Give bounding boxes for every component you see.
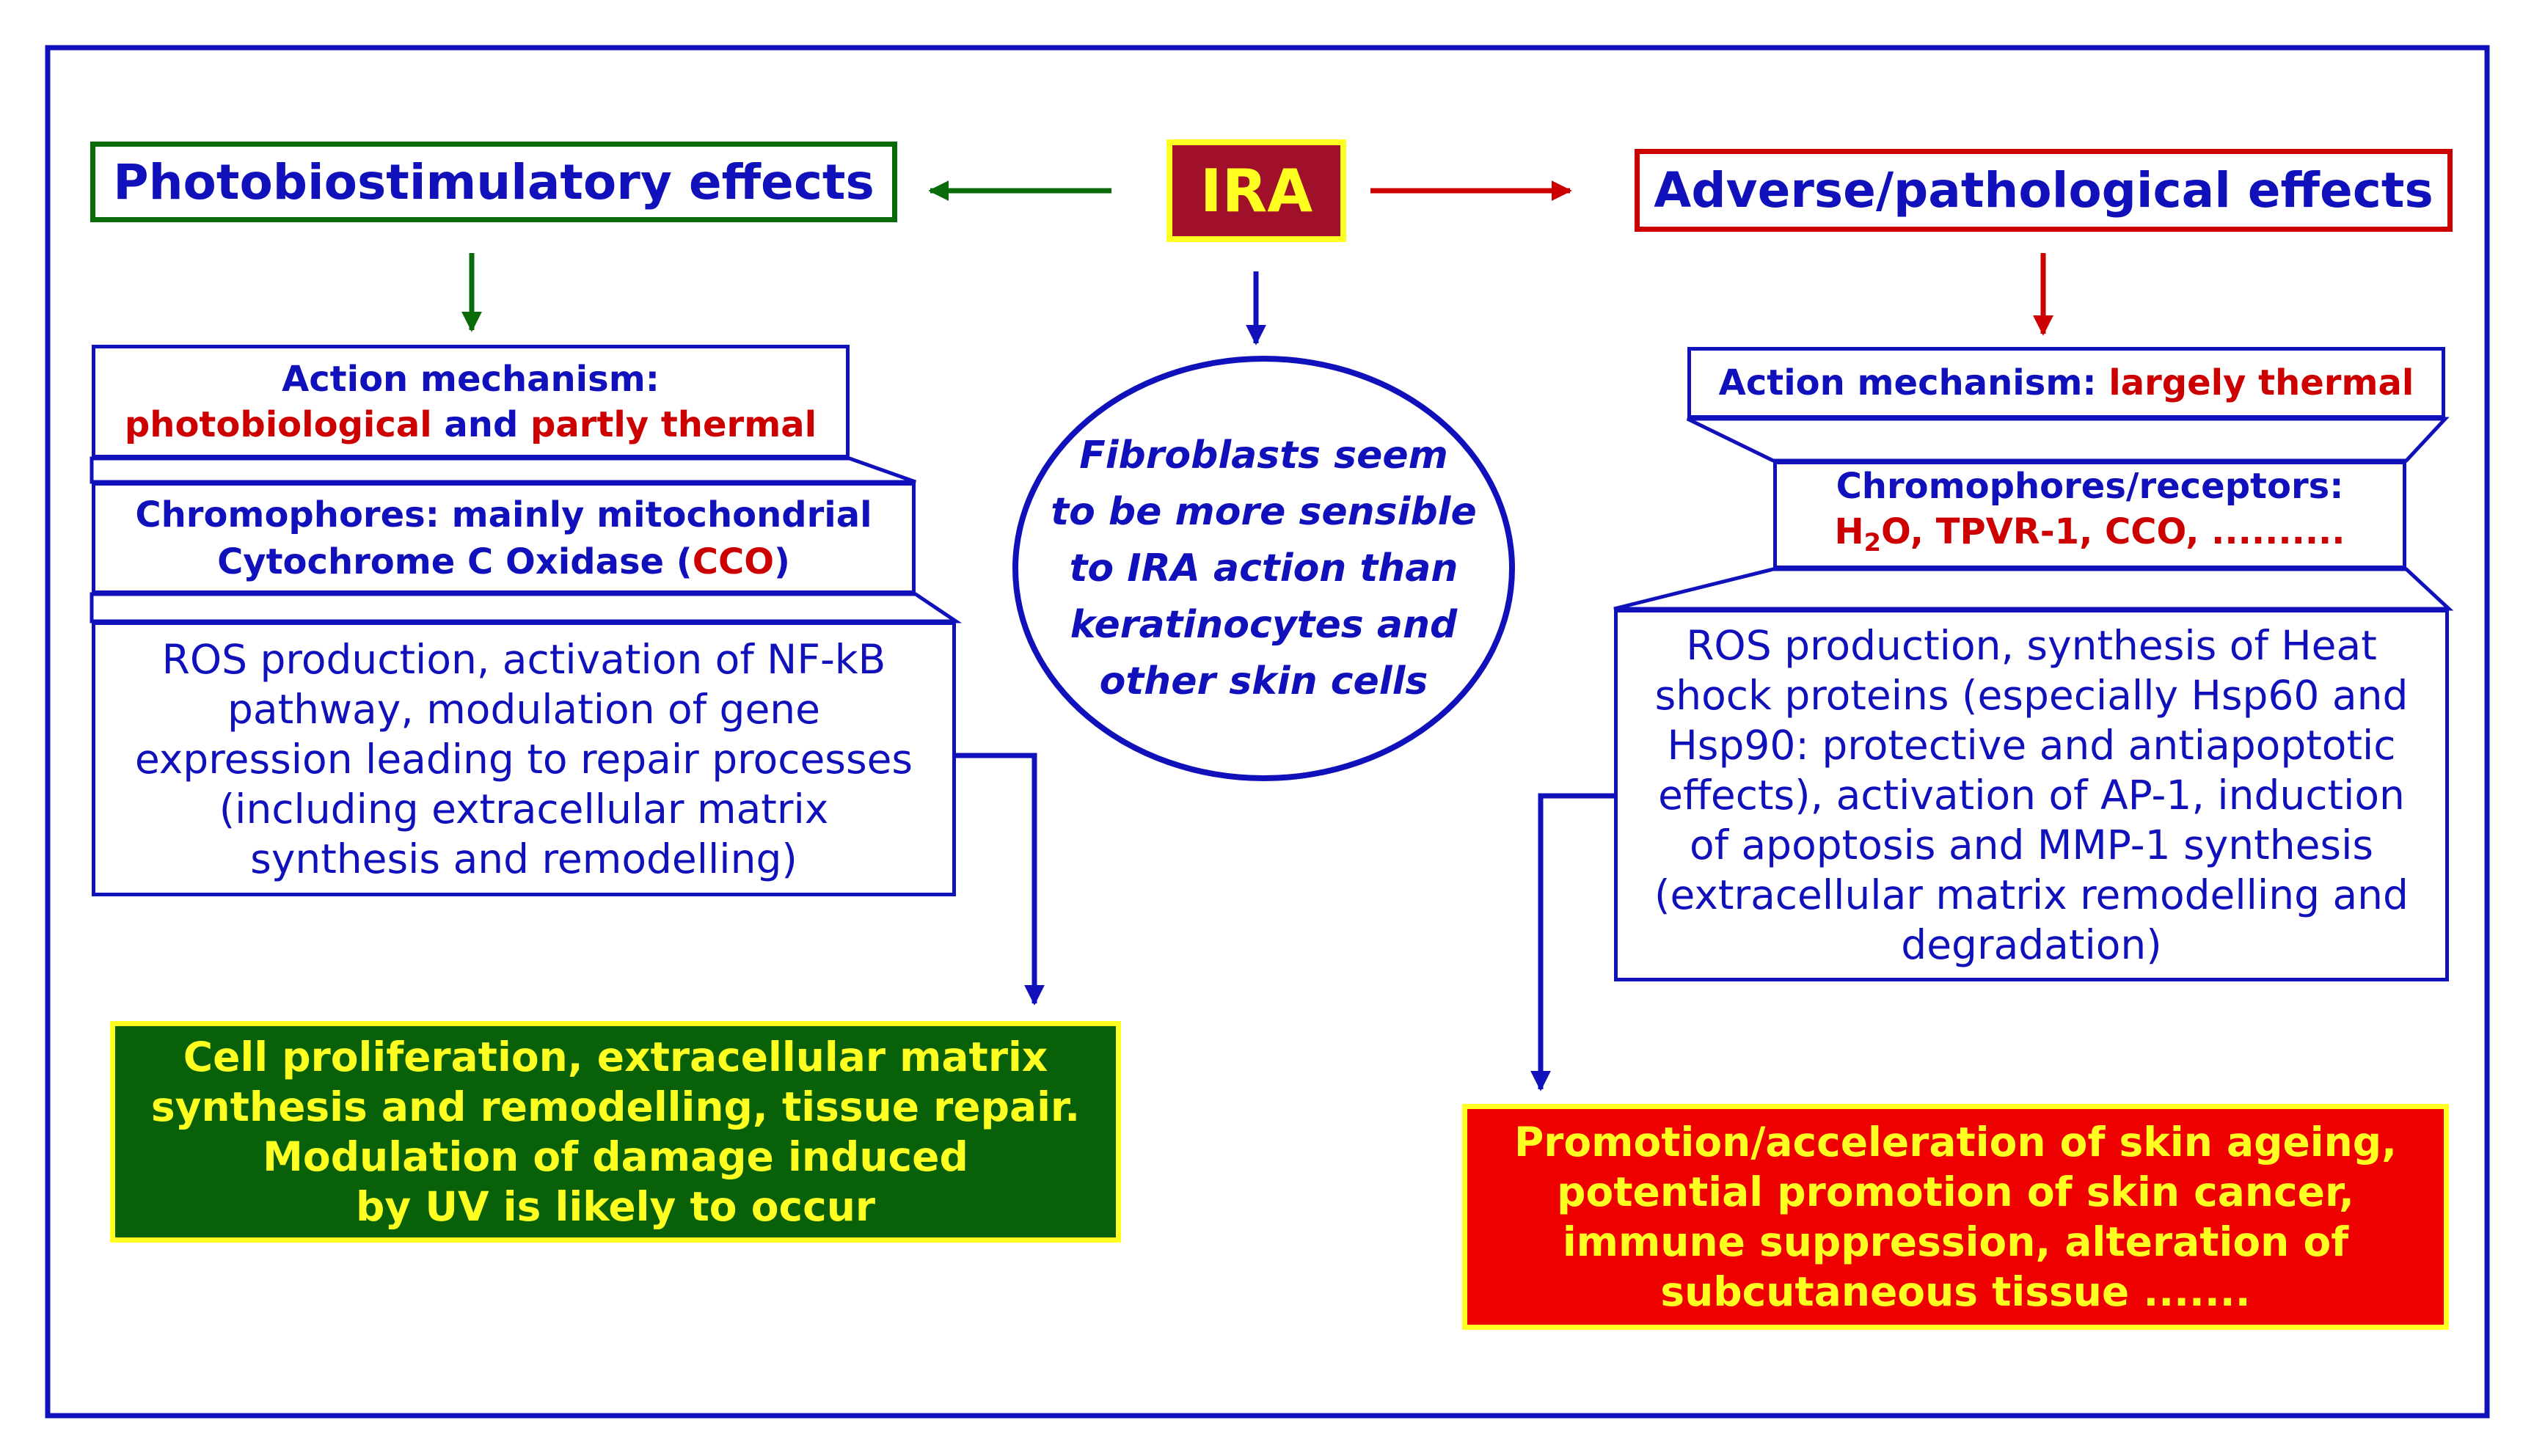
adverse-title: Adverse/pathological effects	[1635, 149, 2453, 232]
left-action-line2: photobiological and partly thermal	[125, 402, 817, 447]
right-chromo-line2: H2O, TPVR-1, CCO, ..........	[1834, 509, 2345, 566]
left-outcome-line: by UV is likely to occur	[356, 1183, 875, 1230]
center-line: other skin cells	[1099, 659, 1428, 703]
right-ros-line: Hsp90: protective and antiapoptotic	[1667, 722, 2396, 769]
left-ros-line: ROS production, activation of NF-kB	[161, 635, 886, 683]
left-chromo-suffix: )	[774, 541, 790, 582]
right-ros-line: degradation)	[1901, 921, 2162, 968]
left-outcome-line: Cell proliferation, extracellular matrix	[183, 1034, 1048, 1080]
left-outcome-line: synthesis and remodelling, tissue repair…	[150, 1083, 1081, 1130]
arrow-right-ros-to-outcome	[1530, 793, 1614, 1091]
center-line: to be more sensible	[1051, 489, 1477, 534]
ira-label: IRA	[1200, 156, 1313, 225]
left-chromophores: Chromophores: mainly mitochondrial Cytoc…	[92, 482, 916, 594]
right-ros-line: of apoptosis and MMP-1 synthesis	[1689, 822, 2374, 868]
center-line: keratinocytes and	[1070, 602, 1458, 647]
center-line: to IRA action than	[1069, 546, 1458, 590]
fibroblasts-ellipse: Fibroblasts seem to be more sensible to …	[1012, 356, 1515, 781]
right-chromo-sub2: 2	[1863, 528, 1882, 557]
right-outcome-line: subcutaneous tissue .......	[1660, 1268, 2251, 1315]
right-action-prefix: Action mechanism:	[1718, 362, 2109, 403]
left-action-line1: Action mechanism:	[282, 358, 660, 400]
left-chromo-cco: CCO	[692, 541, 774, 582]
left-ros-line: (including extracellular matrix	[219, 785, 829, 833]
left-ros-line: synthesis and remodelling)	[250, 835, 797, 882]
right-action-highlight: largely thermal	[2108, 362, 2414, 403]
right-outcome-line: potential promotion of skin cancer,	[1557, 1168, 2354, 1215]
right-chromo-rest: O, TPVR-1, CCO, ..........	[1881, 511, 2345, 553]
left-action-mechanism: Action mechanism: photobiological and pa…	[92, 345, 850, 458]
right-chromo-line1: Chromophores/receptors:	[1836, 466, 2344, 508]
left-ros-line: pathway, modulation of gene	[227, 685, 820, 733]
right-outcome-line: immune suppression, alteration of	[1562, 1218, 2349, 1265]
right-ros-line: ROS production, synthesis of Heat	[1686, 622, 2377, 669]
right-chromophores: Chromophores/receptors: H2O, TPVR-1, CCO…	[1773, 461, 2406, 569]
left-chromo-line2: Cytochrome C Oxidase (CCO)	[217, 538, 790, 585]
left-action-partly-thermal: partly thermal	[530, 403, 817, 445]
left-connector-2	[90, 592, 963, 623]
right-action-line: Action mechanism: largely thermal	[1719, 362, 2414, 403]
ira-box: IRA	[1166, 139, 1346, 242]
right-ros-line: (extracellular matrix remodelling and	[1654, 871, 2409, 918]
left-connector-1	[90, 456, 916, 484]
photobiostimulatory-title-text: Photobiostimulatory effects	[113, 153, 875, 211]
right-ros-line: shock proteins (especially Hsp60 and	[1654, 672, 2409, 719]
left-chromo-prefix: Cytochrome C Oxidase (	[217, 541, 693, 582]
right-action-mechanism: Action mechanism: largely thermal	[1687, 347, 2445, 419]
arrow-left-ros-to-outcome	[956, 753, 1045, 1006]
right-ros-line: effects), activation of AP-1, induction	[1658, 772, 2405, 819]
left-chromo-line1: Chromophores: mainly mitochondrial	[135, 494, 872, 535]
left-outcome-line: Modulation of damage induced	[263, 1133, 968, 1180]
left-action-photobiological: photobiological	[124, 403, 432, 445]
left-outcome-box: Cell proliferation, extracellular matrix…	[110, 1021, 1121, 1243]
outer-frame	[45, 45, 2490, 1419]
right-ros-box: ROS production, synthesis of Heat shock …	[1614, 609, 2449, 981]
left-ros-line: expression leading to repair processes	[134, 735, 913, 783]
right-chromo-h: H	[1834, 511, 1864, 553]
left-action-and: and	[431, 403, 531, 445]
photobiostimulatory-title: Photobiostimulatory effects	[90, 142, 897, 222]
right-connector-2	[1613, 567, 2454, 611]
right-outcome-line: Promotion/acceleration of skin ageing,	[1514, 1119, 2398, 1166]
right-connector-1	[1686, 417, 2450, 463]
center-line: Fibroblasts seem	[1079, 433, 1448, 478]
left-ros-box: ROS production, activation of NF-kB path…	[92, 621, 956, 896]
adverse-title-text: Adverse/pathological effects	[1654, 162, 2433, 219]
right-outcome-box: Promotion/acceleration of skin ageing, p…	[1462, 1104, 2449, 1330]
